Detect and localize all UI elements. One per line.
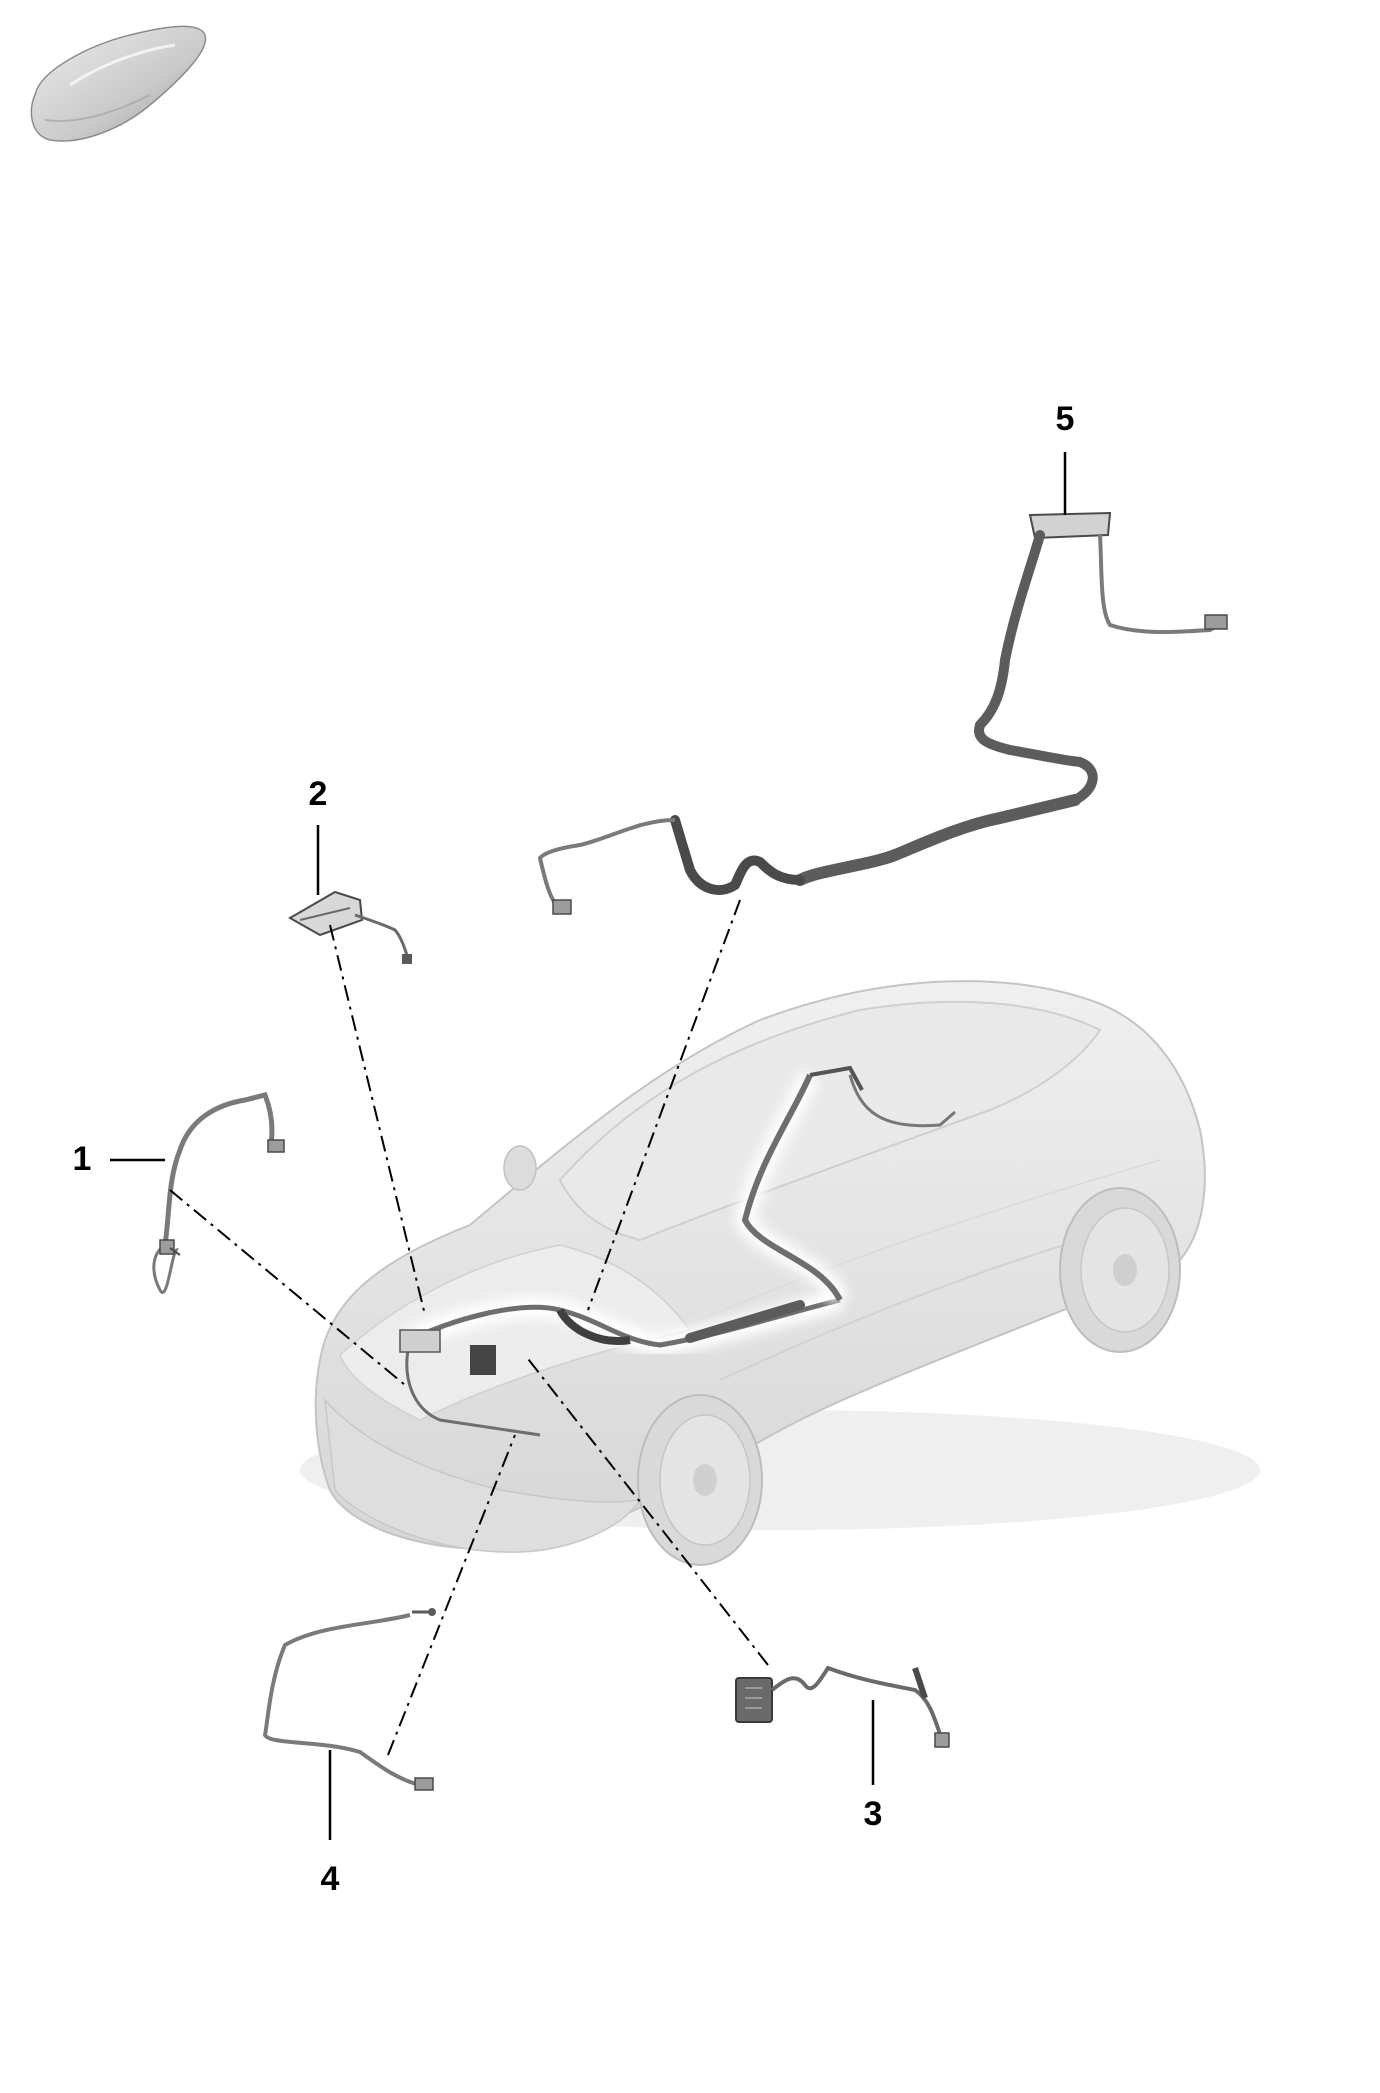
car-silhouette-icon [30,25,207,142]
harness-part-4 [262,1608,436,1791]
callout-5: 5 [1056,400,1075,438]
callout-3: 3 [864,1795,883,1833]
callout-4: 4 [321,1860,340,1898]
harness-part-1 [152,1092,285,1294]
rear-wheel [1059,1187,1181,1353]
harness-part-2 [287,890,412,964]
callout-2: 2 [309,775,328,813]
vehicle-body [300,980,1260,1566]
callout-1: 1 [73,1140,92,1178]
harness-part-3 [735,1665,950,1748]
installed-harness [399,1065,956,1437]
dash-dot-connectors [169,899,769,1756]
front-wheel [637,1394,763,1566]
harness-part-5 [537,511,1228,915]
callout-leaders [110,452,1067,1840]
